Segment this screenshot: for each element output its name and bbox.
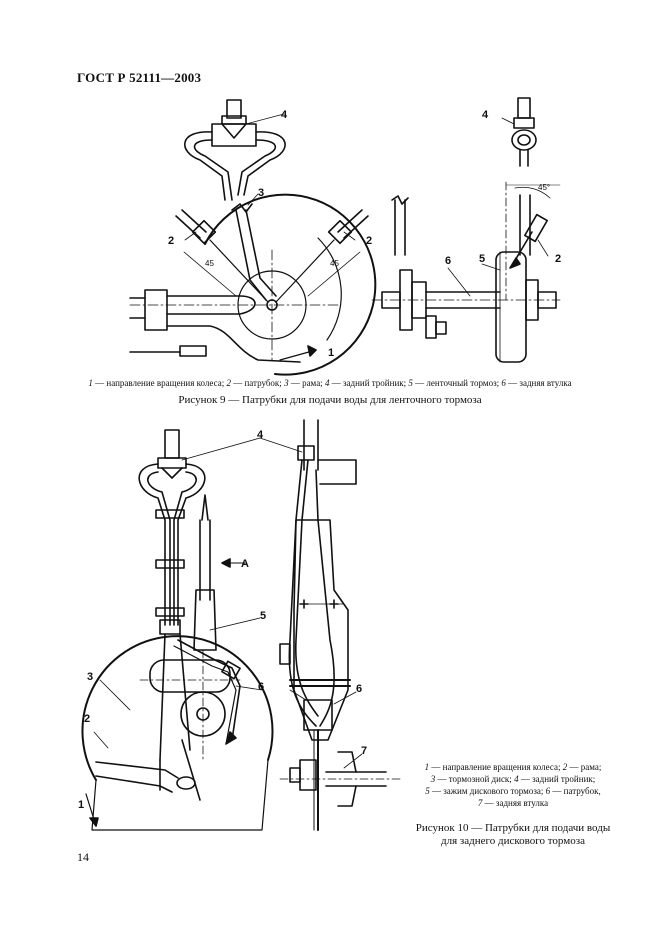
fig9-callout-1: 1 <box>328 347 334 359</box>
fig10-view-A: A <box>241 558 249 570</box>
standard-header: ГОСТ Р 52111—2003 <box>77 70 202 85</box>
legend-n: 3 <box>284 378 289 388</box>
legend-t: — зажим дискового тормоза; <box>429 786 546 796</box>
page-number: 14 <box>77 850 89 864</box>
figure10-legend: 1 — направление вращения колеса; 2 — рам… <box>398 761 628 809</box>
legend-n: 4 <box>514 774 519 784</box>
legend-n: 1 <box>88 378 93 388</box>
legend-t: — ленточный тормоз; <box>412 378 502 388</box>
fig9-callout-5: 5 <box>479 253 485 265</box>
legend-n: 2 <box>562 762 568 772</box>
fig9-callout-6: 6 <box>445 255 451 267</box>
legend-t: — направление вращения колеса; <box>92 378 227 388</box>
fig9-dim-45-left: 45 <box>205 259 214 268</box>
fig9-callout-2-right: 2 <box>366 235 372 247</box>
fig9-right-drawing <box>371 97 561 363</box>
legend-line: 1 — направление вращения колеса; 2 — рам… <box>398 761 628 773</box>
legend-t: — задняя втулка <box>482 798 549 808</box>
fig10-callout-2: 2 <box>84 713 90 725</box>
fig9-callout-2-side: 2 <box>555 253 561 265</box>
legend-t: — задний тройник; <box>518 774 596 784</box>
fig10-callout-6-right: 6 <box>356 683 362 695</box>
legend-n: 4 <box>324 378 330 388</box>
figure9-caption: Рисунок 9 — Патрубки для подачи воды для… <box>178 394 482 406</box>
fig9-left-drawing <box>129 99 377 376</box>
legend-t: — рама; <box>288 378 325 388</box>
fig9-dim-45-right: 45 <box>330 259 339 268</box>
legend-t: — задний тройник; <box>329 378 409 388</box>
fig10-callout-1: 1 <box>78 799 84 811</box>
fig10-callout-4: 4 <box>257 429 264 441</box>
legend-t: — рама; <box>567 762 602 772</box>
legend-n: 5 <box>408 378 413 388</box>
legend-t: — патрубок; <box>230 378 285 388</box>
fig10-callout-7: 7 <box>361 745 367 757</box>
legend-n: 3 <box>430 774 436 784</box>
legend-n: 5 <box>425 786 430 796</box>
caption-line: Рисунок 10 — Патрубки для подачи воды <box>415 822 611 834</box>
figure10-caption: Рисунок 10 — Патрубки для подачи воды дл… <box>398 822 628 848</box>
legend-line: 7 — задняя втулка <box>398 797 628 809</box>
fig10-left-drawing <box>81 429 303 831</box>
legend-n: 1 <box>424 762 430 772</box>
legend-line: 3 — тормозной диск; 4 — задний тройник; <box>398 773 628 785</box>
fig9-callout-2-left: 2 <box>168 235 174 247</box>
legend-t: — патрубок, <box>550 786 601 796</box>
caption-line: для заднего дискового тормоза <box>441 835 585 847</box>
legend-t: — задняя втулка <box>505 378 572 388</box>
legend-t: — тормозной диск; <box>435 774 515 784</box>
legend-n: 2 <box>226 378 231 388</box>
figure9-legend: 1 — направление вращения колеса; 2 — пат… <box>40 378 620 388</box>
fig10-callout-6-left: 6 <box>258 681 264 693</box>
fig9-callout-4-left: 4 <box>281 109 288 121</box>
legend-t: — направление вращения колеса; <box>429 762 563 772</box>
fig10-callout-5: 5 <box>260 610 266 622</box>
fig9-dim-angle: 45° <box>538 183 550 192</box>
legend-n: 7 <box>477 798 483 808</box>
legend-n: 6 <box>501 378 506 388</box>
fig9-callout-4-right: 4 <box>482 109 489 121</box>
legend-line: 5 — зажим дискового тормоза; 6 — патрубо… <box>398 785 628 797</box>
fig10-callout-3: 3 <box>87 671 93 683</box>
fig9-callout-3: 3 <box>258 187 264 199</box>
fig10-right-drawing <box>279 419 401 831</box>
legend-n: 6 <box>545 786 551 796</box>
